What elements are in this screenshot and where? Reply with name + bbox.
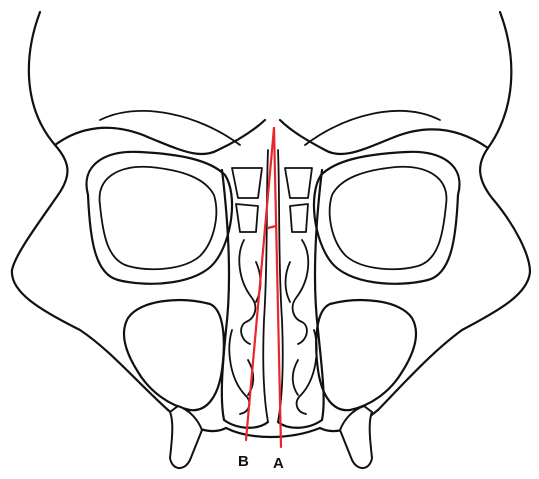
right-maxillary-sinus — [316, 300, 416, 410]
left-middle-turbinate — [239, 240, 255, 344]
right-tooth — [340, 406, 372, 468]
right-middle-turbinate — [293, 240, 309, 344]
label-a: A — [273, 455, 284, 472]
ethmoid-right-lower — [290, 204, 308, 232]
left-tooth — [170, 406, 202, 468]
right-orbit — [314, 152, 460, 284]
left-orbit — [87, 152, 233, 284]
ethmoid-left-lower — [236, 204, 258, 232]
left-maxillary-sinus — [124, 300, 224, 410]
line-connector — [268, 226, 276, 228]
line-b — [246, 128, 274, 440]
ethmoid-right-upper — [285, 168, 312, 198]
right-orbit-inner — [330, 167, 447, 269]
right-turbinate-detail — [286, 262, 299, 395]
ethmoid-left-upper — [232, 168, 262, 198]
left-orbit-inner — [100, 167, 217, 269]
label-b: B — [238, 453, 249, 470]
left-turbinate-detail — [248, 262, 261, 395]
